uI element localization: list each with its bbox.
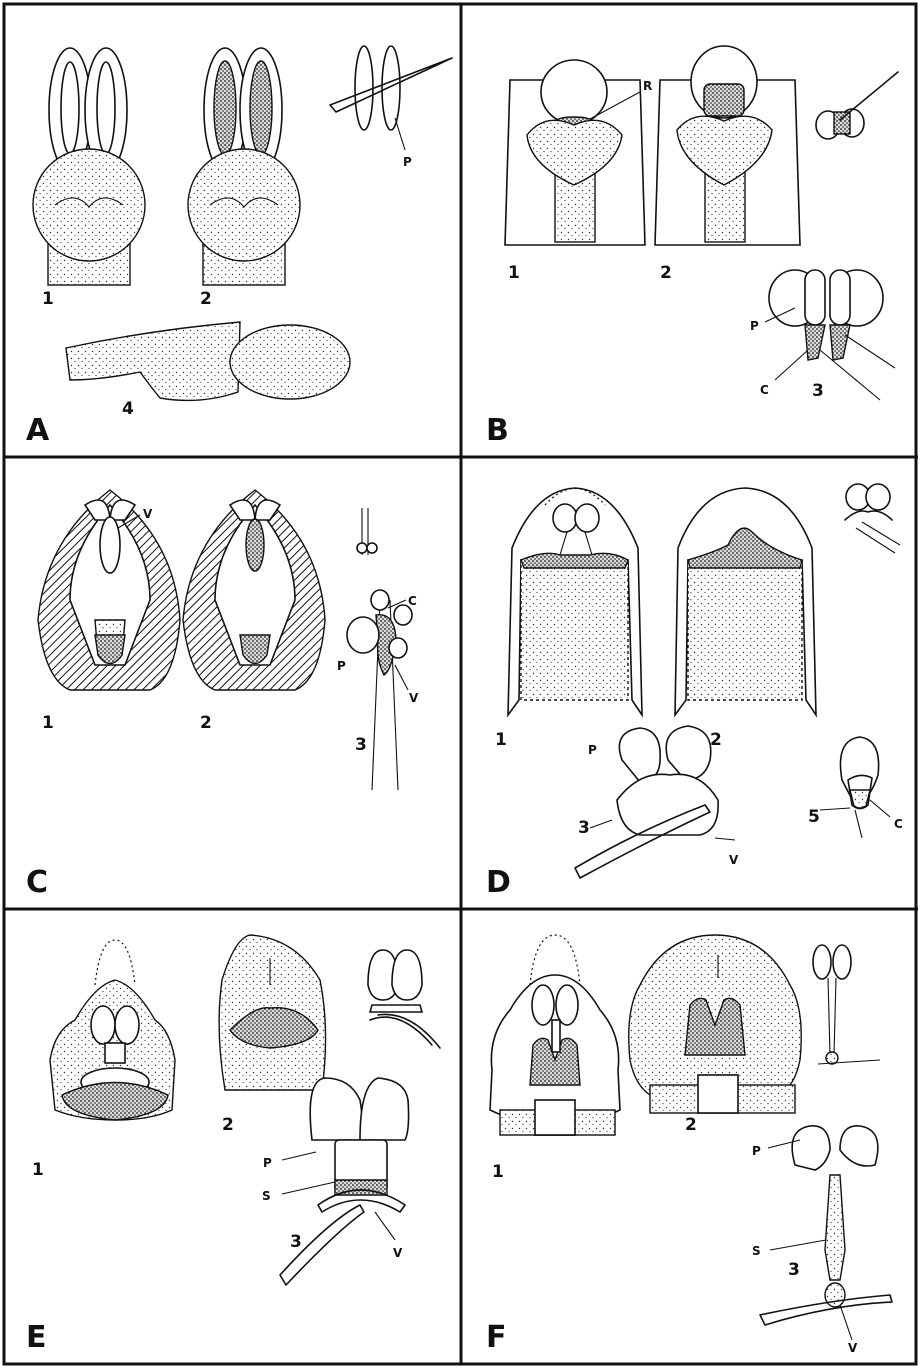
panel-e-figure-3 xyxy=(280,1078,409,1285)
panel-f-figure-number-1: 1 xyxy=(492,1162,504,1182)
panel-b-figure-1 xyxy=(505,60,645,245)
panel-f-figure-number-3: 3 xyxy=(788,1260,800,1280)
panel-e-figure-number-2: 2 xyxy=(222,1115,234,1135)
panel-d-figure-1 xyxy=(508,488,642,715)
panel-letter-a: A xyxy=(26,413,50,448)
panel-a-figure-2 xyxy=(188,48,300,285)
panel-d-figure-number-3: 3 xyxy=(578,818,590,838)
panel-d-figure-5 xyxy=(820,737,890,838)
panel-b-figure-number-2: 2 xyxy=(660,263,672,283)
panel-a-figure-number-1: 1 xyxy=(42,289,54,309)
panel-b-label-p: P xyxy=(750,319,759,333)
panel-f-figure-3 xyxy=(760,1126,892,1340)
panel-f-figure-number-2: 2 xyxy=(685,1115,697,1135)
panel-letter-e: E xyxy=(26,1320,47,1355)
panel-d-figure-number-5: 5 xyxy=(808,807,820,827)
panel-a-figure-4 xyxy=(66,322,350,400)
panel-b-label-r: R xyxy=(643,79,652,93)
panel-c-label-v2: V xyxy=(409,691,419,705)
panel-a-figure-number-2: 2 xyxy=(200,289,212,309)
panel-c-label-v: V xyxy=(143,507,153,521)
panel-e-label-p: P xyxy=(263,1156,272,1170)
panel-a-label-p: P xyxy=(403,155,412,169)
panel-c-figure-2 xyxy=(183,490,325,690)
panel-f xyxy=(490,935,892,1340)
panel-c-label-p: P xyxy=(337,659,346,673)
panel-f-label-s: S xyxy=(752,1244,761,1258)
panel-c-small-pollinia xyxy=(357,508,377,555)
panel-letter-f: F xyxy=(486,1320,507,1355)
panel-letter-b: B xyxy=(486,413,509,448)
panel-d-label-p: P xyxy=(588,743,597,757)
panel-d-label-c: C xyxy=(894,817,903,831)
panel-f-label-v: V xyxy=(848,1341,858,1355)
panel-f-small-pollinia xyxy=(813,945,880,1064)
panel-d-small-pollinia xyxy=(845,484,900,553)
panel-d-figure-2 xyxy=(675,488,816,715)
panel-d xyxy=(508,484,900,878)
panel-f-label-p: P xyxy=(752,1144,761,1158)
panel-b-figure-3 xyxy=(765,270,895,400)
panel-e-label-v: V xyxy=(393,1246,403,1260)
panel-c-figure-number-2: 2 xyxy=(200,713,212,733)
panel-d-figure-number-1: 1 xyxy=(495,730,507,750)
panel-e-figure-2 xyxy=(219,935,325,1090)
panel-e-label-s: S xyxy=(262,1189,271,1203)
panel-c-label-c: C xyxy=(408,594,417,608)
panel-letter-d: D xyxy=(486,865,511,900)
panel-d-figure-number-2: 2 xyxy=(710,730,722,750)
panel-d-label-v: V xyxy=(729,853,739,867)
panel-c-figure-1 xyxy=(38,490,180,690)
panel-e xyxy=(50,935,440,1285)
panel-c-figure-number-1: 1 xyxy=(42,713,54,733)
panel-a xyxy=(33,46,452,400)
panel-letter-c: C xyxy=(26,865,48,900)
panel-e-figure-number-1: 1 xyxy=(32,1160,44,1180)
panel-a-figure-number-4: 4 xyxy=(122,399,134,419)
panel-a-pollinia-on-needle xyxy=(330,46,452,150)
panel-c-figure-3 xyxy=(347,590,412,790)
panel-a-figure-1 xyxy=(33,48,145,285)
panel-b xyxy=(505,46,898,400)
panel-e-figure-number-3: 3 xyxy=(290,1232,302,1252)
panel-c-figure-number-3: 3 xyxy=(355,735,367,755)
panel-b-figure-2 xyxy=(655,46,800,245)
panel-f-figure-1 xyxy=(490,935,620,1135)
panel-b-figure-number-3: 3 xyxy=(812,381,824,401)
panel-f-figure-2 xyxy=(629,935,802,1113)
panel-e-figure-1 xyxy=(50,940,175,1120)
panel-e-small-pollinia xyxy=(368,950,440,1048)
panel-b-label-c: C xyxy=(760,383,769,397)
panel-b-pollinia-on-needle xyxy=(816,72,898,139)
panel-b-figure-number-1: 1 xyxy=(508,263,520,283)
